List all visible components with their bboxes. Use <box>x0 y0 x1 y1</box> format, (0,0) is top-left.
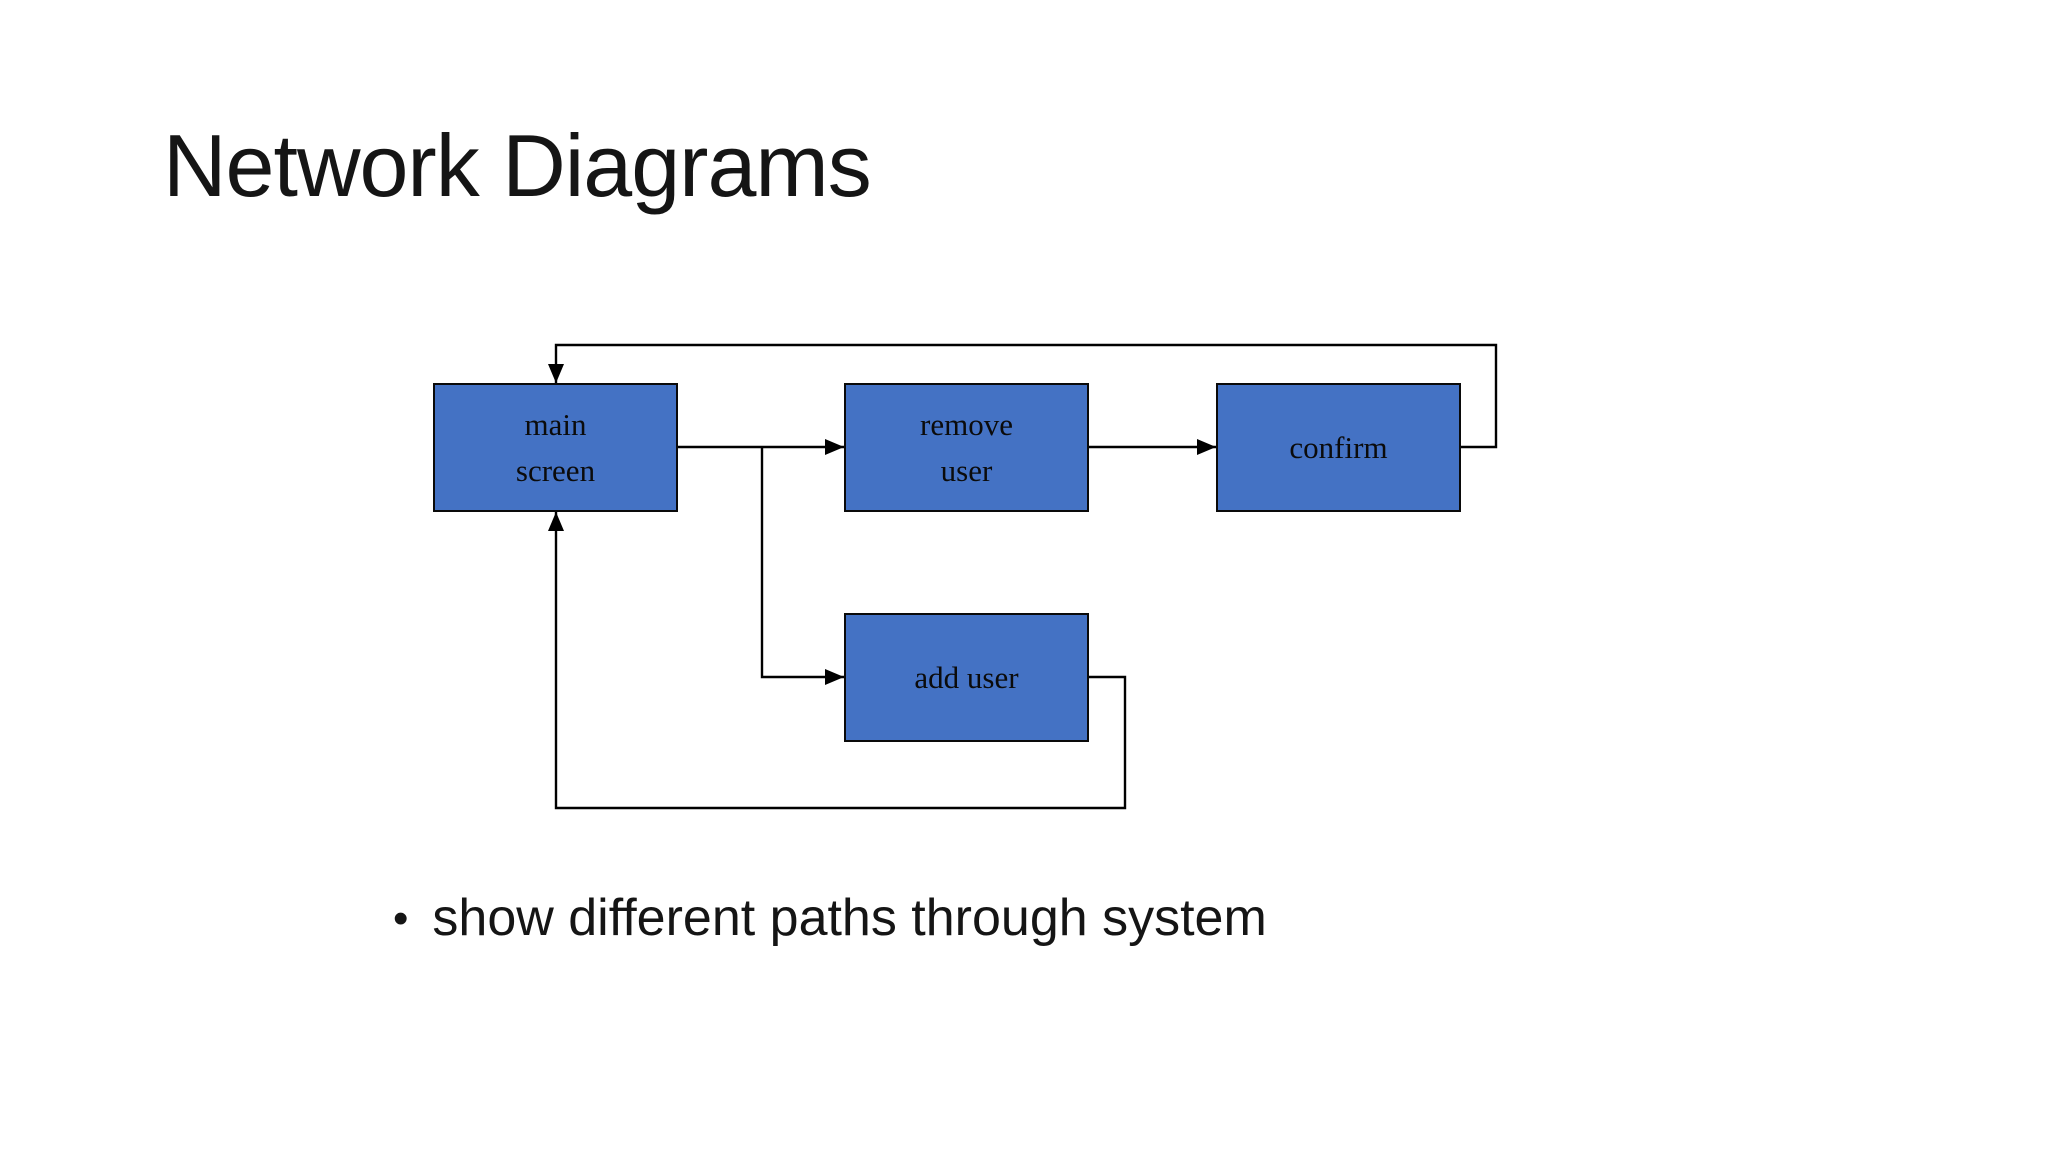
page-title: Network Diagrams <box>163 116 872 215</box>
node-confirm: confirm <box>1216 383 1461 512</box>
bullet-item: • show different paths through system <box>393 888 1267 948</box>
node-add-user: add user <box>844 613 1089 742</box>
node-main-screen: main screen <box>433 383 678 512</box>
node-remove-user-label: remove user <box>920 406 1013 488</box>
node-remove-user: remove user <box>844 383 1089 512</box>
bullet-text: show different paths through system <box>432 889 1267 947</box>
node-confirm-label: confirm <box>1289 429 1388 465</box>
bullet-marker: • <box>393 894 409 943</box>
node-main-screen-label: main screen <box>515 406 596 488</box>
edge-main-to-add <box>760 447 844 685</box>
node-add-user-label: add user <box>914 659 1019 695</box>
